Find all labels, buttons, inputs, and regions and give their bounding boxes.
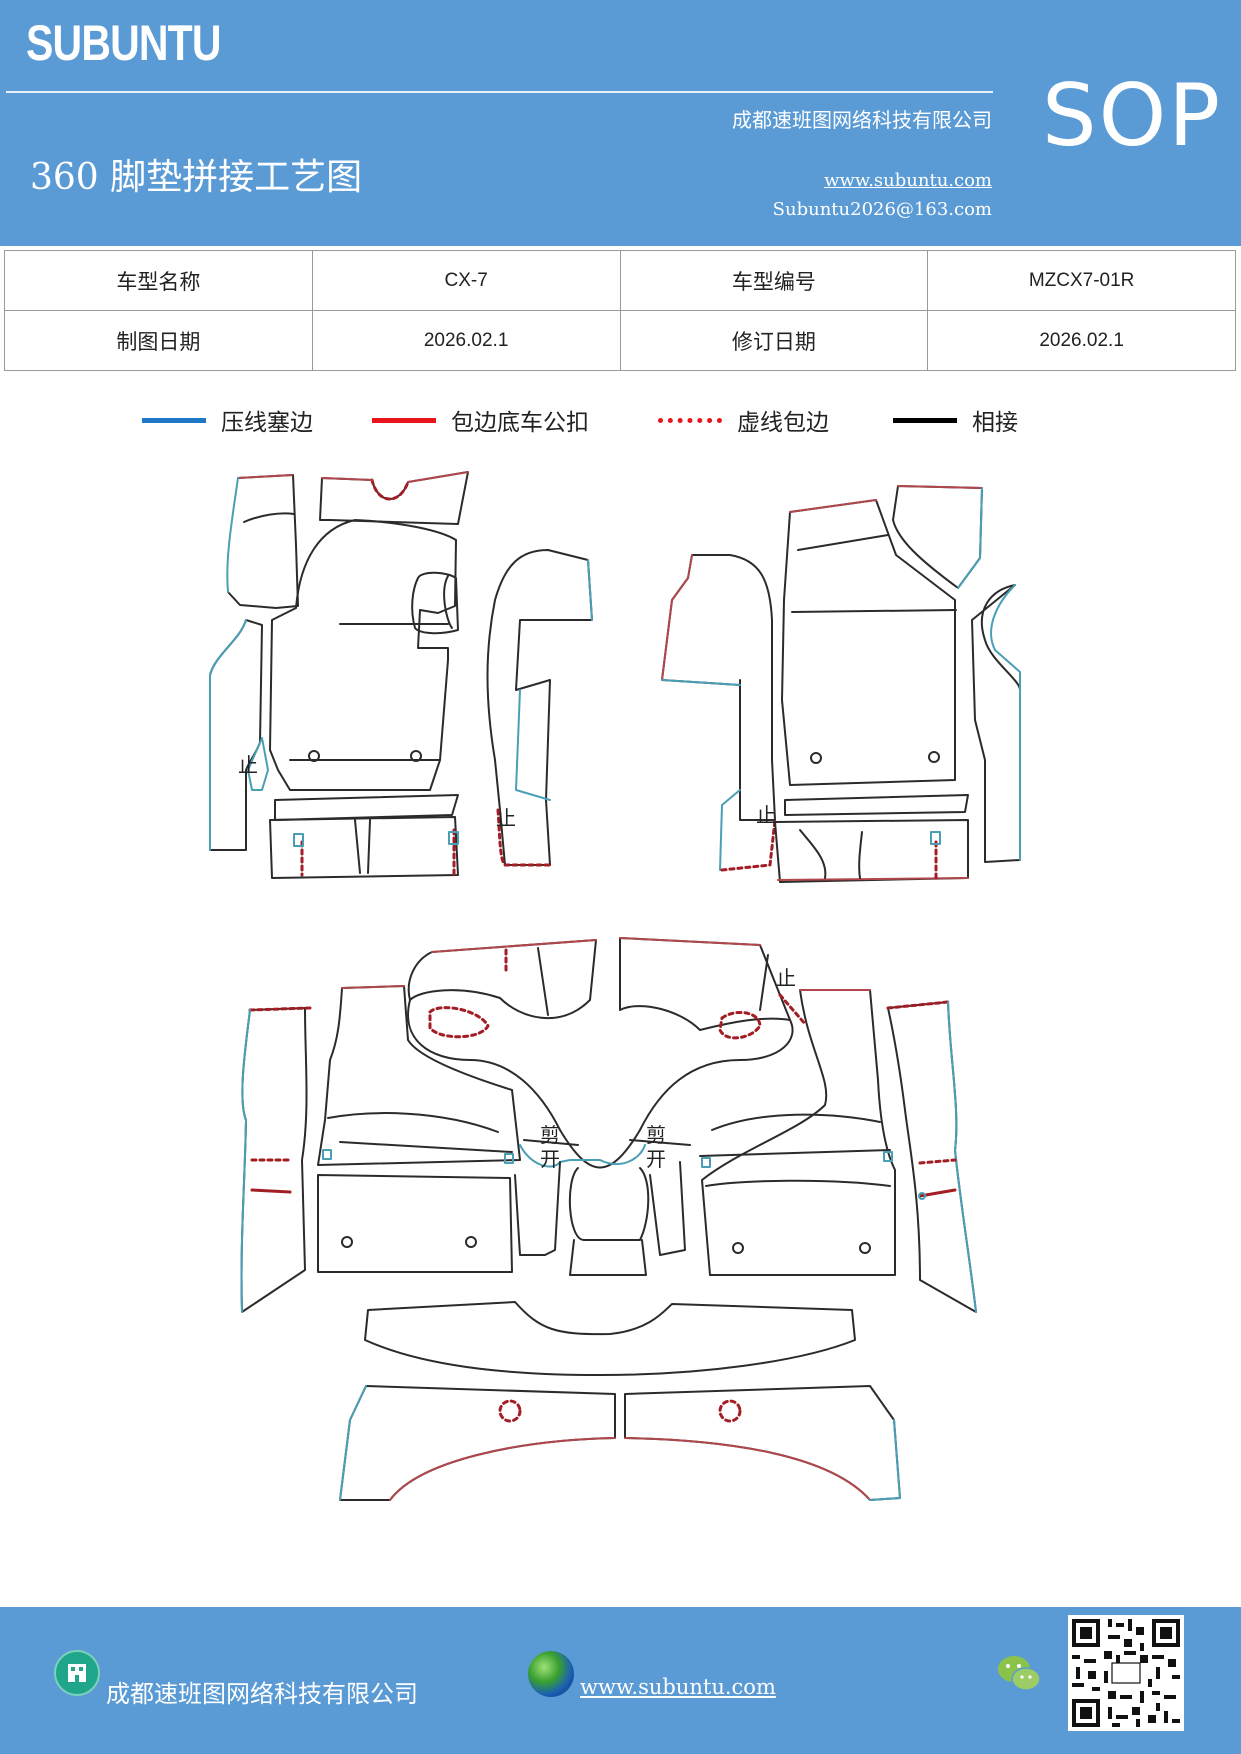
front-right-mat-group <box>661 485 1021 883</box>
brand-logo: SUBUNTU <box>26 15 222 71</box>
mat-piece <box>568 1167 650 1241</box>
mat-piece <box>274 794 459 821</box>
email-address: Subuntu2026@163.com <box>772 199 992 220</box>
model-code-value: MZCX7-01R <box>927 250 1236 311</box>
cut-mark: 剪 <box>540 1123 560 1147</box>
mat-piece <box>887 1001 977 1313</box>
fixing-hole <box>465 1236 477 1248</box>
mat-piece <box>486 549 593 866</box>
building-icon <box>54 1650 100 1696</box>
fixing-hole <box>410 750 422 762</box>
footer-company-name: 成都速班图网络科技有限公司 <box>106 1680 418 1708</box>
stop-mark: 止 <box>776 966 796 990</box>
vehicle-info-table: 车型名称 CX-7 车型编号 MZCX7-01R 制图日期 2026.02.1 … <box>4 250 1236 371</box>
draw-date-value: 2026.02.1 <box>311 310 621 371</box>
draw-date-label: 制图日期 <box>4 310 313 371</box>
legend-item-dashed-edge: 虚线包边 <box>658 400 829 440</box>
revise-date-label: 修订日期 <box>619 310 929 371</box>
floor-mat-diagram: 止 止 止 止 剪 开 剪 开 <box>209 471 1021 1501</box>
revise-date-value: 2026.02.1 <box>927 310 1236 371</box>
mat-piece <box>227 474 299 609</box>
legend-label: 虚线包边 <box>737 410 829 436</box>
model-code-label: 车型编号 <box>619 250 929 311</box>
mat-piece <box>649 1161 686 1256</box>
model-name-label: 车型名称 <box>4 250 313 311</box>
qr-code <box>1068 1615 1184 1731</box>
footer-banner: 成都速班图网络科技有限公司 www.subuntu.com <box>0 1607 1241 1754</box>
company-name: 成都速班图网络科技有限公司 <box>732 108 992 132</box>
globe-icon <box>528 1651 574 1697</box>
mat-piece <box>781 499 956 786</box>
mat-piece <box>701 989 896 1276</box>
red-edge-swatch <box>372 417 436 423</box>
mat-piece <box>269 816 459 879</box>
mat-piece <box>411 571 459 635</box>
rear-mat-group <box>240 937 977 1501</box>
fixing-hole <box>859 1242 871 1254</box>
wechat-icon[interactable] <box>996 1653 1042 1695</box>
mat-piece <box>209 619 263 851</box>
cut-mark: 剪 <box>646 1123 666 1147</box>
mat-piece <box>319 471 469 525</box>
legend-item-red-edge: 包边底车公扣 <box>372 400 589 440</box>
mat-piece <box>269 519 457 791</box>
mat-piece <box>569 1239 647 1276</box>
fixing-hole <box>928 751 940 763</box>
front-left-mat-group <box>209 471 593 879</box>
dashed-edge-swatch <box>658 417 722 423</box>
mat-piece <box>774 819 969 883</box>
mat-piece <box>407 939 597 1020</box>
stop-mark: 止 <box>238 753 258 777</box>
legend-item-joint: 相接 <box>893 400 1018 440</box>
fixing-hole <box>341 1236 353 1248</box>
mat-piece <box>619 937 791 1031</box>
mat-piece <box>317 985 521 1166</box>
stop-mark: 止 <box>496 806 516 830</box>
joint-swatch <box>893 417 957 423</box>
fixing-hole <box>308 750 320 762</box>
table-row: 车型名称 CX-7 车型编号 MZCX7-01R <box>4 250 1236 311</box>
legend-label: 包边底车公扣 <box>451 410 589 436</box>
fixing-hole <box>732 1242 744 1254</box>
mat-piece <box>784 794 969 816</box>
mat-piece <box>317 1174 513 1273</box>
legend: 压线塞边 包边底车公扣 虚线包边 相接 <box>0 400 1241 440</box>
tunnel-outline <box>407 999 794 1169</box>
trunk-mat-left <box>339 1385 616 1501</box>
press-line-swatch <box>142 417 206 423</box>
legend-label: 压线塞边 <box>221 410 313 436</box>
legend-label: 相接 <box>972 410 1018 436</box>
stop-mark: 止 <box>756 803 776 827</box>
sop-badge: SOP <box>1042 66 1223 166</box>
header-banner: SUBUNTU 成都速班图网络科技有限公司 360 脚垫拼接工艺图 www.su… <box>0 0 1241 246</box>
table-row: 制图日期 2026.02.1 修订日期 2026.02.1 <box>4 310 1236 371</box>
legend-item-press-line: 压线塞边 <box>142 400 313 440</box>
mat-piece <box>661 554 776 821</box>
footer-website-link[interactable]: www.subuntu.com <box>580 1675 776 1699</box>
mat-piece <box>971 584 1021 863</box>
mat-piece <box>514 1161 561 1256</box>
trunk-mat-right <box>624 1385 901 1501</box>
fixing-hole <box>810 752 822 764</box>
cut-mark: 开 <box>540 1147 560 1171</box>
header-divider <box>6 91 993 93</box>
trunk-mat <box>364 1301 856 1376</box>
cut-mark: 开 <box>646 1147 666 1171</box>
website-link[interactable]: www.subuntu.com <box>824 170 992 191</box>
page-title: 360 脚垫拼接工艺图 <box>30 157 363 198</box>
model-name-value: CX-7 <box>311 250 621 311</box>
